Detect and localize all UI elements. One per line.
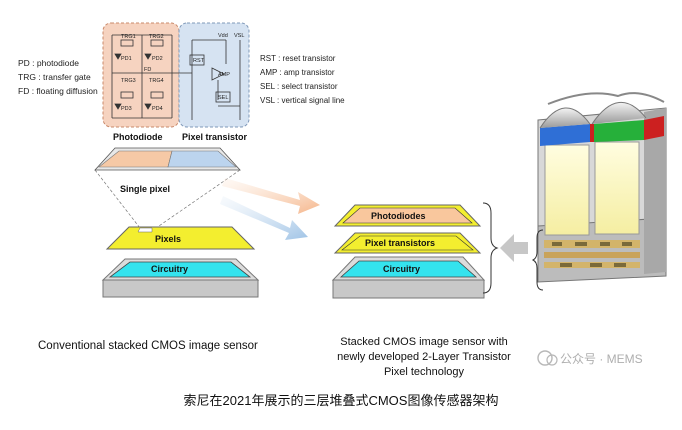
- label-trg4: TRG4: [149, 78, 164, 84]
- label-fd: FD: [144, 67, 151, 73]
- legend-amp: AMP : amp transistor: [260, 68, 335, 77]
- single-pixel-label: Single pixel: [120, 184, 170, 194]
- transistor-circuit: [189, 39, 241, 120]
- label-amp: AMP: [218, 72, 230, 78]
- conventional-caption: Conventional stacked CMOS image sensor: [38, 340, 258, 352]
- legend-right: RST : reset transistor AMP : amp transis…: [260, 54, 345, 105]
- legend-left: PD : photodiode TRG : transfer gate FD :…: [18, 58, 98, 96]
- label-pd4: PD4: [152, 106, 163, 112]
- pointer-arrow-gray: [500, 234, 528, 262]
- new-stack: [331, 204, 486, 299]
- pixel-transistor-box: [178, 22, 250, 128]
- label-rst: RST: [193, 58, 205, 64]
- photodiode-circuit: [111, 34, 192, 119]
- new-caption-line-3: Pixel technology: [384, 366, 465, 378]
- legend-rst: RST : reset transistor: [260, 54, 336, 63]
- legend-trg: TRG : transfer gate: [18, 72, 91, 82]
- label-vsl: VSL: [234, 33, 244, 39]
- label-sel: SEL: [218, 95, 228, 101]
- transition-arrow-orange: [222, 178, 320, 214]
- legend-pd: PD : photodiode: [18, 58, 79, 68]
- conventional-stack: [101, 226, 260, 298]
- stack-bracket: [482, 202, 499, 294]
- watermark-text: 公众号 · MEMS: [560, 352, 643, 366]
- label-pd3: PD3: [121, 106, 132, 112]
- legend-vsl: VSL : vertical signal line: [260, 96, 345, 105]
- circuit-labels-tr: Vdd VSL RST AMP SEL: [193, 33, 244, 101]
- legend-fd: FD : floating diffusion: [18, 86, 98, 96]
- new-caption-line-2: newly developed 2-Layer Transistor: [337, 351, 511, 363]
- pixel-transistors-label: Pixel transistors: [365, 238, 435, 248]
- photodiode-box-label: Photodiode: [113, 132, 163, 142]
- bottom-caption: 索尼在2021年展示的三层堆叠式CMOS图像传感器架构: [184, 393, 499, 408]
- label-trg2: TRG2: [149, 34, 164, 40]
- legend-sel: SEL : select transistor: [260, 82, 338, 91]
- label-pd2: PD2: [152, 56, 163, 62]
- label-vdd: Vdd: [218, 33, 228, 39]
- circuit-labels-pd: TRG1 TRG2 TRG3 TRG4 PD1 PD2 PD3 PD4 FD: [121, 34, 164, 112]
- label-trg1: TRG1: [121, 34, 136, 40]
- circuitry-label-conv: Circuitry: [151, 264, 188, 274]
- photodiodes-label: Photodiodes: [371, 211, 426, 221]
- pixel-transistor-box-label: Pixel transistor: [182, 132, 248, 142]
- label-pd1: PD1: [121, 56, 132, 62]
- new-caption-line-1: Stacked CMOS image sensor with: [340, 336, 508, 348]
- watermark: 公众号 · MEMS: [537, 350, 643, 366]
- circuitry-label-new: Circuitry: [383, 264, 420, 274]
- pixel-3d-illustration: [531, 92, 667, 291]
- projection-lines: [94, 169, 241, 229]
- pixels-label: Pixels: [155, 234, 181, 244]
- photodiode-box: [102, 22, 180, 128]
- transition-arrow-blue: [220, 196, 308, 240]
- label-trg3: TRG3: [121, 78, 136, 84]
- single-pixel-tile: [94, 147, 241, 171]
